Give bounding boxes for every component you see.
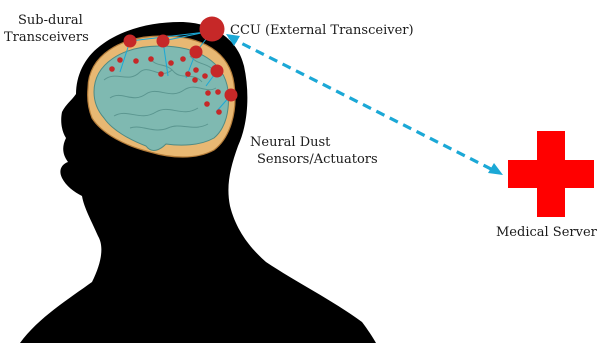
sensor-dot — [205, 90, 211, 96]
subdural-label-line2: Transceivers — [4, 30, 89, 45]
transceiver-node — [211, 65, 224, 78]
neural-dust-label-line2: Sensors/Actuators — [257, 152, 378, 167]
transceiver-node — [124, 35, 137, 48]
subdural-label-line1: Sub-dural — [18, 13, 83, 28]
sensor-dot — [204, 101, 210, 107]
ccu-node — [200, 17, 225, 42]
transceiver-node — [190, 46, 203, 59]
sensor-dot — [202, 73, 208, 79]
sensor-dot — [192, 77, 198, 83]
red-cross-icon — [508, 131, 594, 217]
medical-server-label: Medical Server — [496, 225, 598, 240]
sensor-dot — [109, 66, 115, 72]
sensor-dot — [215, 89, 221, 95]
sensor-dot — [193, 67, 199, 73]
transceiver-node — [157, 35, 170, 48]
neural-dust-label-line1: Neural Dust — [250, 135, 331, 150]
sensor-dot — [168, 60, 174, 66]
sensor-dot — [117, 57, 123, 63]
sensor-dot — [158, 71, 164, 77]
sensor-dot — [180, 56, 186, 62]
sensor-dot — [133, 58, 139, 64]
transceiver-node — [225, 89, 238, 102]
ccu-label: CCU (External Transceiver) — [230, 23, 414, 38]
sensor-dot — [216, 109, 222, 115]
sensor-dot — [185, 71, 191, 77]
sensor-dot — [148, 56, 154, 62]
